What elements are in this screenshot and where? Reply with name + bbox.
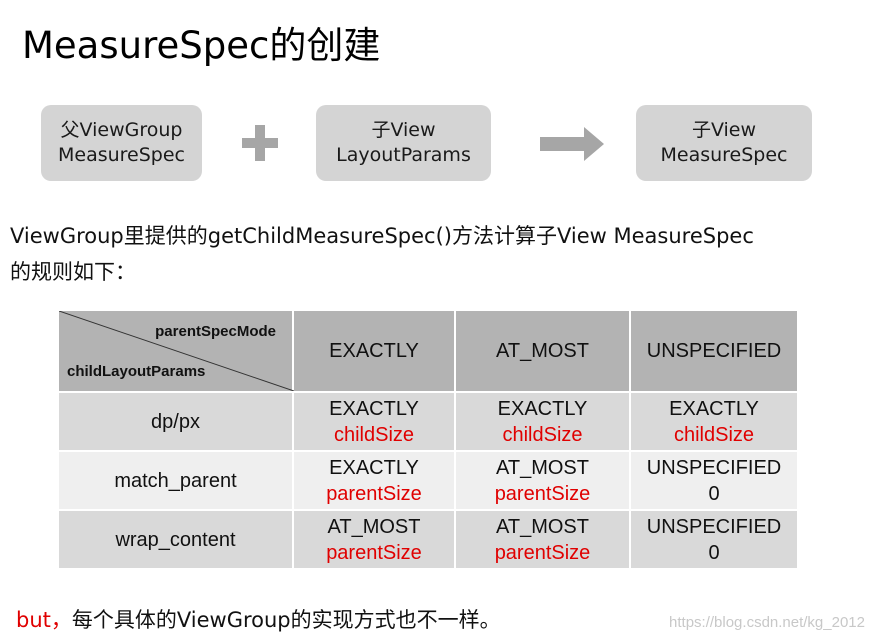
table-cell: EXACTLY childSize — [292, 391, 456, 452]
table-cell: UNSPECIFIED 0 — [629, 509, 799, 570]
table-header-row: parentSpecMode childLayoutParams EXACTLY… — [57, 309, 799, 393]
description-line-2: 的规则如下： — [10, 260, 136, 284]
footer-text: 每个具体的ViewGroup的实现方式也不一样。 — [71, 608, 501, 632]
box-line-2: MeasureSpec — [660, 144, 788, 166]
table-cell: UNSPECIFIED 0 — [629, 450, 799, 511]
table-cell: AT_MOST parentSize — [454, 509, 631, 570]
cell-mode: AT_MOST — [496, 456, 589, 479]
cell-size: childSize — [673, 423, 755, 446]
cell-mode: EXACTLY — [329, 397, 419, 420]
right-arrow-icon — [540, 127, 604, 161]
parent-spec-mode-label: parentSpecMode — [155, 323, 276, 340]
box-line-1: 父ViewGroup — [60, 119, 183, 141]
column-header: AT_MOST — [454, 309, 631, 393]
footer-note: but，每个具体的ViewGroup的实现方式也不一样。 — [16, 605, 501, 635]
box-line-1: 子View — [691, 119, 757, 141]
row-header: match_parent — [57, 450, 294, 511]
child-measurespec-box: 子View MeasureSpec — [636, 105, 812, 181]
cell-mode: AT_MOST — [496, 515, 589, 538]
cell-size: 0 — [708, 482, 720, 505]
measurespec-rules-table: parentSpecMode childLayoutParams EXACTLY… — [57, 309, 799, 570]
row-header: dp/px — [57, 391, 294, 452]
column-header: UNSPECIFIED — [629, 309, 799, 393]
diagonal-divider — [59, 311, 294, 391]
description: ViewGroup里提供的getChildMeasureSpec()方法计算子V… — [10, 218, 850, 290]
table-cell: EXACTLY parentSize — [292, 450, 456, 511]
cell-size: parentSize — [494, 482, 591, 505]
cell-mode: UNSPECIFIED — [646, 456, 782, 479]
cell-size: childSize — [502, 423, 583, 446]
cell-size: parentSize — [494, 541, 591, 564]
child-layoutparams-box: 子View LayoutParams — [316, 105, 491, 181]
cell-mode: EXACTLY — [329, 456, 419, 479]
watermark: https://blog.csdn.net/kg_2012 — [669, 614, 865, 631]
box-line-1: 子View — [371, 119, 436, 141]
description-line-1: ViewGroup里提供的getChildMeasureSpec()方法计算子V… — [10, 224, 754, 248]
row-header: wrap_content — [57, 509, 294, 570]
corner-header-cell: parentSpecMode childLayoutParams — [57, 309, 294, 393]
parent-measurespec-box: 父ViewGroup MeasureSpec — [41, 105, 202, 181]
box-line-2: MeasureSpec — [57, 144, 185, 166]
plus-icon — [242, 125, 278, 161]
cell-mode: EXACTLY — [497, 397, 588, 420]
cell-mode: UNSPECIFIED — [646, 515, 782, 538]
child-layout-params-label: childLayoutParams — [67, 363, 206, 380]
cell-mode: AT_MOST — [327, 515, 421, 538]
page-title: MeasureSpec的创建 — [22, 24, 381, 67]
table-cell: AT_MOST parentSize — [454, 450, 631, 511]
table-cell: EXACTLY childSize — [454, 391, 631, 452]
table-cell: AT_MOST parentSize — [292, 509, 456, 570]
footer-prefix: but， — [16, 608, 72, 632]
cell-size: parentSize — [326, 541, 422, 564]
cell-size: childSize — [333, 423, 415, 446]
cell-size: parentSize — [326, 482, 422, 505]
column-header: EXACTLY — [292, 309, 456, 393]
box-line-2: LayoutParams — [336, 144, 471, 166]
table-cell: EXACTLY childSize — [629, 391, 799, 452]
cell-mode: EXACTLY — [669, 397, 759, 420]
cell-size: 0 — [708, 541, 720, 564]
